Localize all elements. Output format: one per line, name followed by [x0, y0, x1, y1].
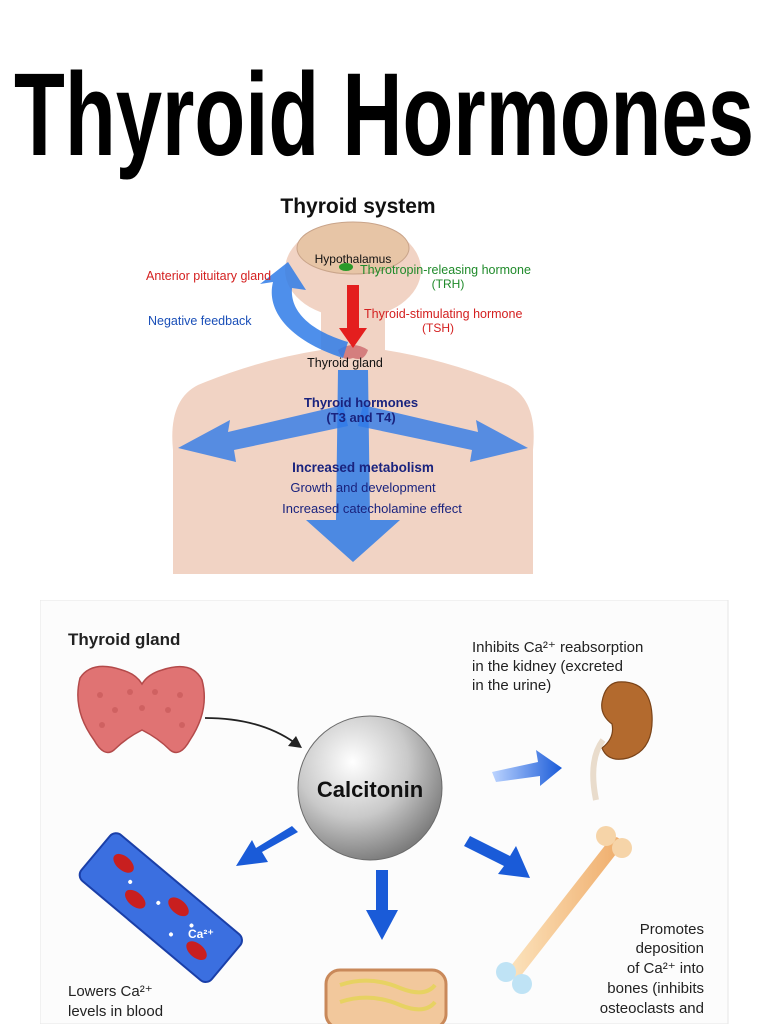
- bone-text-4: bones (inhibits: [607, 980, 704, 997]
- bone-text-2: deposition: [636, 940, 704, 957]
- kidney-text-1: Inhibits Ca²⁺ reabsorption: [472, 639, 643, 656]
- hormone-left-arrow: [178, 405, 348, 462]
- blood-text-2: levels in blood: [68, 1003, 163, 1020]
- negative-feedback-label: Negative feedback: [148, 314, 252, 328]
- bone-text-3: of Ca²⁺ into: [627, 960, 704, 977]
- arrow-head: [288, 736, 302, 748]
- thyroid-system-title: Thyroid system: [280, 195, 435, 218]
- ca-label: Ca²⁺: [188, 927, 214, 941]
- effect-growth: Growth and development: [290, 480, 436, 495]
- kidney-text-2: in the kidney (excreted: [472, 658, 623, 675]
- calcitonin-thyroid-label: Thyroid gland: [68, 630, 180, 649]
- bone-text-1: Promotes: [640, 921, 704, 938]
- tsh-abbrev: (TSH): [422, 321, 454, 335]
- hormone-downward-arrow: [306, 370, 400, 562]
- arrow-to-bone: [464, 836, 530, 878]
- hormone-right-arrow: [358, 405, 528, 462]
- thyroid-gland-label: Thyroid gland: [307, 356, 383, 370]
- tsh-label: Thyroid-stimulating hormone: [364, 307, 522, 321]
- effect-catecholamine: Increased catecholamine effect: [282, 501, 462, 516]
- hypothalamus-icon: [339, 263, 353, 271]
- calcitonin-diagram: Thyroid gland Calcitonin Inhibits Ca²⁺ r…: [40, 600, 729, 1024]
- negative-feedback-arrow: [260, 262, 348, 358]
- thyroid-system-diagram: Thyroid system Hypothalamus Anterior pit…: [146, 195, 534, 574]
- tsh-arrow: [339, 285, 367, 348]
- calcitonin-sphere: [297, 715, 443, 861]
- thyroid-to-calcitonin-arrow: [204, 717, 296, 744]
- anterior-pituitary-label: Anterior pituitary gland: [146, 269, 271, 283]
- kidney-icon: [601, 681, 653, 760]
- arrow-to-kidney: [492, 750, 562, 786]
- thyroid-hormones-label: Thyroid hormones: [304, 395, 418, 410]
- page-title: Thyroid Hormones: [14, 49, 754, 180]
- main-title: Thyroid Hormones: [14, 49, 754, 180]
- blood-vessel-icon: [78, 832, 243, 983]
- bone-icon: [496, 826, 632, 994]
- arrow-to-intestine: [366, 870, 398, 940]
- calcitonin-label: Calcitonin: [317, 777, 423, 802]
- blood-text-1: Lowers Ca²⁺: [68, 983, 153, 1000]
- arrow-to-blood: [236, 826, 298, 866]
- intestine-icon: [324, 968, 448, 1024]
- trh-label: Thyrotropin-releasing hormone: [360, 263, 531, 277]
- thyroid-texture: [97, 689, 185, 728]
- effect-metabolism: Increased metabolism: [292, 460, 434, 475]
- kidney-text-3: in the urine): [472, 677, 551, 694]
- trh-abbrev: (TRH): [432, 277, 465, 291]
- thyroid-hormones-abbrev: (T3 and T4): [326, 410, 395, 425]
- hypothalamus-label: Hypothalamus: [315, 252, 392, 266]
- brain-icon: [296, 221, 410, 275]
- bone-text-5: osteoclasts and: [600, 1000, 704, 1017]
- ureter-icon: [590, 738, 606, 801]
